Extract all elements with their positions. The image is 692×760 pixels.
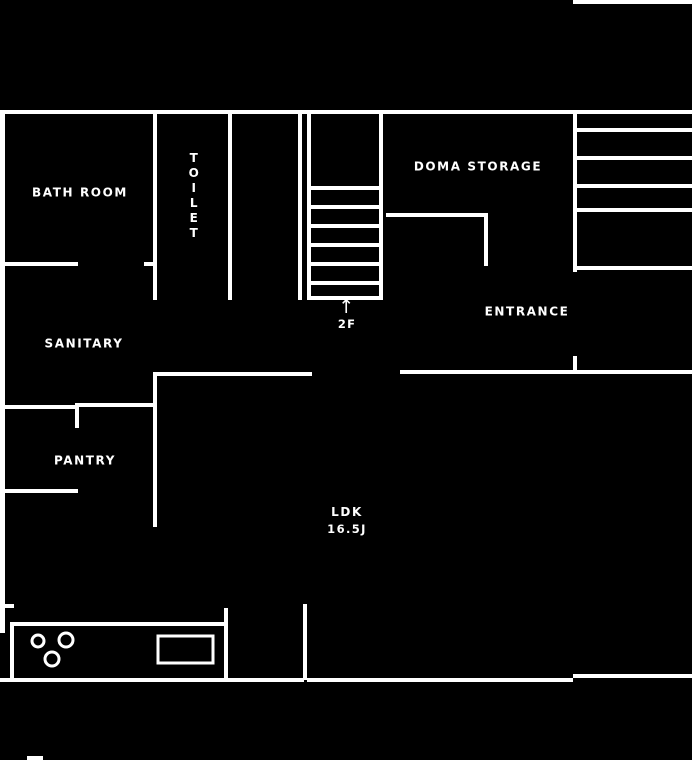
wall-bottom-exterior-far-right <box>573 674 692 678</box>
wall-bath-sanitary-divider <box>0 262 78 266</box>
shelf-line-1 <box>577 128 692 132</box>
stair-tread-6 <box>307 281 383 285</box>
stair-tread-4 <box>307 243 383 247</box>
wall-entrance-ldk-divider <box>400 370 692 374</box>
wall-doma-storage-vertical <box>484 213 488 266</box>
stove-burner-icon-3 <box>43 650 61 668</box>
stair-tread-1 <box>307 186 383 190</box>
wall-left-exterior-lower <box>0 493 5 633</box>
up-arrow-icon: ↑ <box>338 296 356 318</box>
wall-hall-stair-left <box>298 113 302 300</box>
wall-lower-left-return <box>0 604 14 608</box>
stair-tread-5 <box>307 262 383 266</box>
wall-bath-sanitary-divider-stub <box>144 262 153 266</box>
wall-bottom-exterior-right <box>307 678 573 682</box>
shelf-line-4 <box>577 208 692 212</box>
stove-burner-icon-2 <box>57 631 75 649</box>
wall-pantry-lower-divider <box>0 489 78 493</box>
wall-top-exterior-right <box>573 110 692 114</box>
shelf-line-2 <box>577 156 692 160</box>
stair-floor-label: 2F <box>337 317 357 331</box>
wall-top-exterior <box>0 110 573 114</box>
stair-bottom-edge <box>307 296 383 300</box>
wall-kitchen-counter-top <box>10 622 228 626</box>
wall-bottom-exterior-mid <box>228 678 304 682</box>
wall-pantry-step-horizontal <box>75 403 153 407</box>
wall-toilet-right <box>228 113 232 300</box>
wall-sanitary-pantry-divider <box>0 405 78 409</box>
wall-pantry-step-vertical <box>75 403 79 428</box>
wall-kitchen-counter-right <box>224 608 228 680</box>
wall-entry-recess-vertical <box>573 110 577 272</box>
wall-entrance-ldk-post <box>573 356 577 374</box>
stove-burner-icon-1 <box>30 633 46 649</box>
wall-wetroom-ldk-divider <box>153 374 157 527</box>
stair-tread-3 <box>307 224 383 228</box>
wall-ldk-top-left <box>153 372 312 376</box>
shelf-line-3 <box>577 184 692 188</box>
wall-ldk-lower-vertical <box>303 604 307 680</box>
sink-basin-icon <box>156 634 215 665</box>
wall-doma-storage-horizontal <box>386 213 488 217</box>
wall-kitchen-counter-left <box>10 622 14 680</box>
scale-tick-mark <box>27 756 43 760</box>
wall-bottom-exterior-left <box>0 678 228 682</box>
wall-left-exterior-upper <box>0 110 5 268</box>
wall-bath-toilet-divider <box>153 113 157 300</box>
shelf-line-5 <box>577 266 692 270</box>
wall-left-exterior-mid <box>0 268 5 493</box>
stair-tread-2 <box>307 205 383 209</box>
wall-top-right-stub <box>573 0 692 4</box>
stair-direction-indicator: ↑ 2F <box>338 298 356 331</box>
